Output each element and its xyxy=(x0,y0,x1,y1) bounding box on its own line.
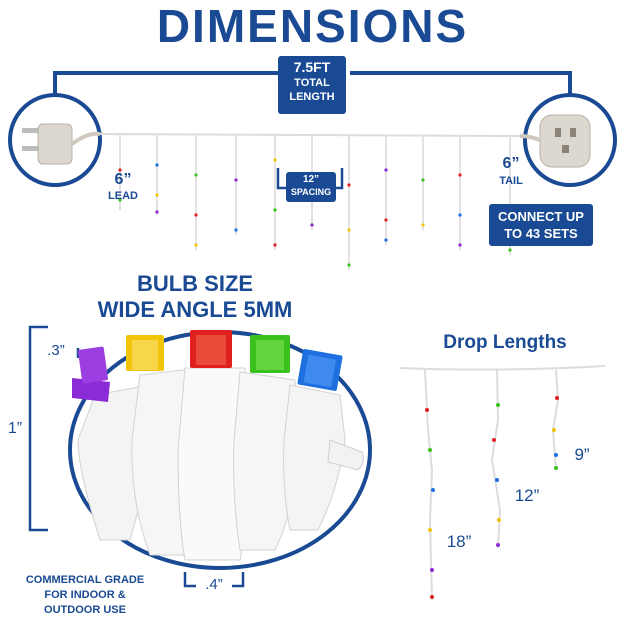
led-bulbs-illustration xyxy=(72,330,364,561)
connect-line-2: TO 43 SETS xyxy=(504,226,578,241)
grade-line-2: FOR INDOOR & xyxy=(44,589,126,601)
bulb-width-dimension: .4” xyxy=(196,576,232,593)
bulb-size-subheading: WIDE ANGLE 5MM xyxy=(97,297,293,322)
drop-lengths-bulbs xyxy=(425,396,559,599)
strand-bulbs-top xyxy=(118,158,512,267)
total-length-box: 7.5FT TOTAL LENGTH xyxy=(278,56,346,114)
tail-label: TAIL xyxy=(499,175,523,187)
plug-circle xyxy=(8,93,102,187)
lead-label: LEAD xyxy=(108,190,138,202)
total-length-value: 7.5FT xyxy=(293,59,331,75)
drop-length-12: 12” xyxy=(514,486,540,505)
bulb-top-dimension: .3” xyxy=(47,342,65,359)
grade-line-1: COMMERCIAL GRADE xyxy=(25,574,145,586)
total-length-label-1: TOTAL xyxy=(294,77,330,89)
grade-text: COMMERCIAL GRADE FOR INDOOR & OUTDOOR US… xyxy=(10,573,160,618)
spacing-label: SPACING xyxy=(290,187,332,197)
grade-line-3: OUTDOOR USE xyxy=(44,604,126,616)
socket-circle xyxy=(519,93,617,187)
drop-length-9: 9” xyxy=(574,445,590,464)
spacing-value: 12” xyxy=(302,174,320,185)
connect-line-1: CONNECT UP xyxy=(498,209,584,224)
spacing-box: 12” SPACING xyxy=(286,172,336,202)
lead-value: 6” xyxy=(114,171,132,188)
drop-lengths-title: Drop Lengths xyxy=(443,332,567,353)
page-title: DIMENSIONS xyxy=(156,0,469,52)
connect-sets-box: CONNECT UP TO 43 SETS xyxy=(489,204,593,246)
purple-bulb xyxy=(72,378,110,402)
tail-value: 6” xyxy=(502,155,520,172)
icicle-strand-top xyxy=(119,135,511,270)
bulb-height-dimension: 1” xyxy=(7,420,23,437)
drop-length-18: 18” xyxy=(446,532,472,551)
drop-lengths-strand xyxy=(399,365,606,601)
bulb-size-heading: BULB SIZE xyxy=(136,271,254,296)
total-length-label-2: LENGTH xyxy=(289,91,335,103)
